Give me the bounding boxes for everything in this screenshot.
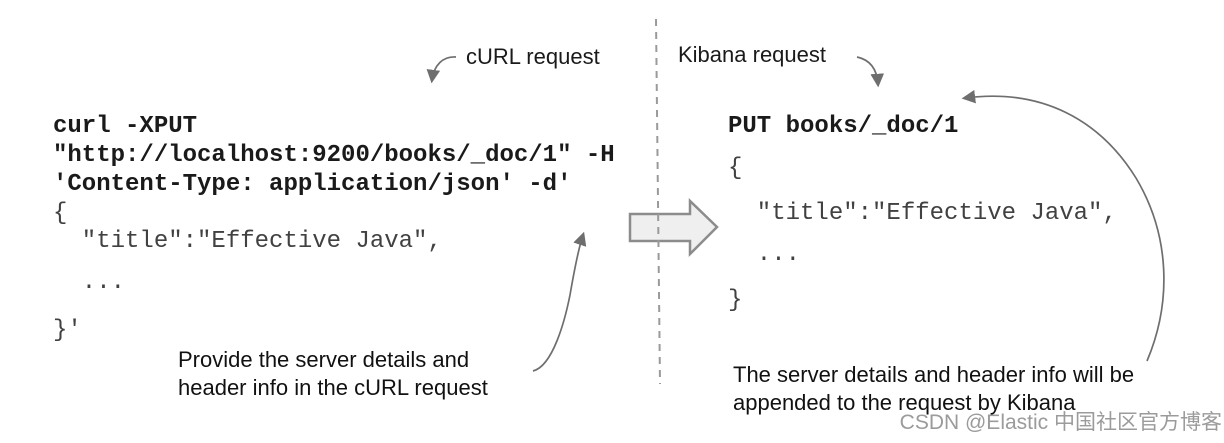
curl-request-label: cURL request: [466, 44, 600, 69]
kibana-annotation-arrow-icon: [961, 89, 1165, 362]
curl-code-line-4: {: [53, 200, 68, 227]
kibana-code-line-4: ...: [728, 241, 801, 268]
kibana-annotation-line-2: appended to the request by Kibana: [733, 390, 1076, 415]
curl-annotation-arrow-icon: [532, 231, 587, 372]
curl-code-line-2: "http://localhost:9200/books/_doc/1" -H: [53, 142, 615, 169]
kibana-pointer-arrow-icon: [856, 56, 885, 88]
vertical-dashed-divider: [655, 18, 661, 385]
kibana-request-label: Kibana request: [678, 42, 826, 67]
curl-code-line-6: ...: [53, 269, 126, 296]
curl-code-line-3: 'Content-Type: application/json' -d': [53, 171, 572, 198]
kibana-code-line-2: {: [728, 155, 743, 182]
curl-code-line-7: }': [53, 317, 82, 344]
csdn-watermark: CSDN @Elastic 中国社区官方博客: [899, 411, 1222, 434]
kibana-code-line-3: "title":"Effective Java",: [728, 200, 1117, 227]
curl-annotation-line-1: Provide the server details and: [178, 347, 470, 372]
kibana-code-line-1: PUT books/_doc/1: [728, 113, 959, 140]
curl-code-line-1: curl -XPUT: [53, 113, 198, 140]
curl-annotation-line-2: header info in the cURL request: [178, 375, 488, 400]
curl-code-line-5: "title":"Effective Java",: [53, 228, 442, 255]
block-arrow-right-icon: [628, 198, 719, 258]
kibana-code-line-5: }: [728, 287, 743, 314]
kibana-annotation-line-1: The server details and header info will …: [733, 362, 1135, 387]
curl-pointer-arrow-icon: [426, 56, 457, 84]
